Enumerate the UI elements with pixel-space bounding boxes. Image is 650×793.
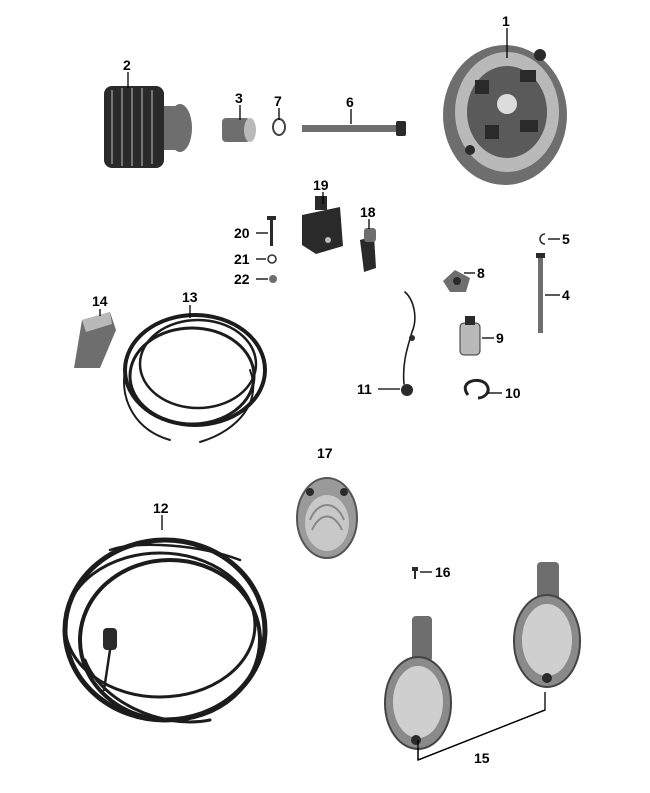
part-15-turn-signals — [384, 562, 581, 750]
callout-2: 2 — [123, 57, 131, 73]
callout-1: 1 — [502, 13, 510, 29]
callout-4: 4 — [562, 287, 570, 303]
callout-9: 9 — [496, 330, 504, 346]
part-11-ground-strap — [401, 291, 416, 396]
part-13-cable-loom — [123, 313, 267, 443]
part-3-bushing — [222, 118, 256, 142]
part-18-connector-boot — [360, 228, 376, 272]
part-14-cover — [74, 312, 116, 368]
part-6-through-bolt — [302, 121, 406, 136]
part-10-cable-clip — [463, 379, 490, 400]
callout-15: 15 — [474, 750, 490, 766]
callout-8: 8 — [477, 265, 485, 281]
part-1-brush-plate — [443, 45, 567, 185]
callout-5: 5 — [562, 231, 570, 247]
part-8-bracket — [443, 270, 470, 292]
callout-18: 18 — [360, 204, 376, 220]
callout-12: 12 — [153, 500, 169, 516]
part-21-lock-washer — [267, 254, 277, 264]
part-16-screw — [412, 567, 418, 579]
part-9-capacitor — [459, 316, 481, 356]
part-22-nut — [269, 275, 277, 283]
callout-20: 20 — [234, 225, 250, 241]
part-2-armature — [104, 86, 192, 168]
part-4-rod — [536, 253, 545, 333]
leader-lines — [99, 28, 560, 761]
part-7-washer — [272, 118, 286, 136]
part-5-clip — [539, 233, 546, 245]
callout-21: 21 — [234, 251, 250, 267]
callout-14: 14 — [92, 293, 108, 309]
callout-3: 3 — [235, 90, 243, 106]
callout-11: 11 — [357, 381, 372, 397]
callouts: 1 2 3 4 5 6 7 8 9 10 11 12 13 14 15 16 1… — [92, 13, 570, 766]
callout-13: 13 — [182, 289, 198, 305]
callout-6: 6 — [346, 94, 354, 110]
callout-19: 19 — [313, 177, 329, 193]
part-17-license-light — [296, 477, 358, 559]
callout-16: 16 — [435, 564, 451, 580]
part-20-screw — [267, 216, 276, 246]
callout-22: 22 — [234, 271, 250, 287]
part-12-wiring-harness — [62, 537, 268, 724]
callout-10: 10 — [505, 385, 521, 401]
part-19-regulator — [302, 196, 343, 254]
callout-17: 17 — [317, 445, 333, 461]
callout-7: 7 — [274, 93, 282, 109]
